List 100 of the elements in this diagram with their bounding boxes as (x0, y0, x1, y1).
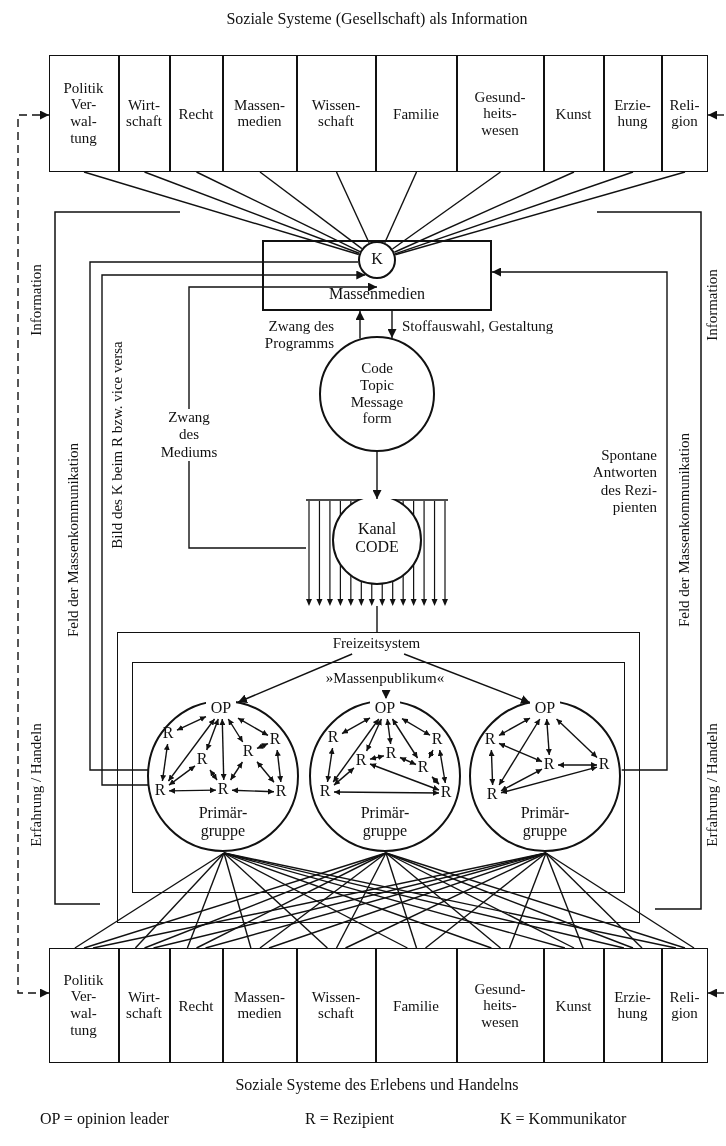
double-arrow (555, 718, 598, 759)
cell-label: Kunst (554, 997, 593, 1014)
connector-line (223, 852, 329, 949)
cell-label: Familie (392, 105, 440, 122)
double-arrow (498, 717, 531, 737)
cell-label: Wissen- schaft (310, 988, 362, 1023)
recipient-label: R (268, 730, 282, 748)
double-arrow (17, 110, 50, 998)
text-label: K = Kommunikator (500, 1110, 628, 1129)
double-arrow (391, 718, 419, 759)
double-arrow (500, 768, 543, 792)
double-arrow (325, 747, 335, 783)
arrow (707, 110, 725, 120)
recipient-label: R (216, 780, 230, 798)
double-arrow (209, 769, 218, 781)
system-cell (604, 948, 662, 1063)
connector-line (259, 852, 387, 949)
double-arrow (399, 756, 417, 766)
double-arrow (274, 749, 284, 783)
system-cell (662, 948, 708, 1063)
cell-label: Recht (177, 997, 215, 1014)
system-cell (223, 55, 297, 172)
double-arrow (500, 765, 598, 795)
connector-line (393, 171, 575, 253)
double-arrow (385, 718, 393, 745)
system-cell (119, 948, 170, 1063)
connector-line (195, 852, 387, 949)
group-circle (309, 700, 461, 852)
double-arrow (160, 743, 170, 782)
system-cell (376, 55, 457, 172)
text-label: Feld der Massenkommunikation (676, 432, 694, 628)
arrow (188, 282, 378, 549)
double-arrow (498, 718, 541, 786)
group-label: Primär- gruppe (359, 804, 411, 840)
connector-line (195, 171, 361, 253)
system-cell (544, 55, 604, 172)
system-cell (297, 948, 376, 1063)
cell-label: Kunst (554, 105, 593, 122)
cell-label: Gesund- heits- wesen (473, 980, 527, 1031)
circle-label: K (370, 250, 384, 268)
recipient-label: R (153, 781, 167, 799)
double-arrow (206, 718, 219, 751)
audience-frame (131, 661, 625, 893)
connector-line (385, 852, 686, 949)
connector-line (545, 852, 643, 949)
system-cell (457, 55, 544, 172)
recipient-label: R (354, 751, 368, 769)
box-label: Massenmedien (328, 285, 426, 303)
double-arrow (557, 762, 598, 768)
connector-line (223, 852, 252, 949)
cell-label: Reli- gion (668, 96, 701, 131)
double-arrow (176, 715, 207, 731)
double-arrow (256, 761, 275, 783)
connector-line (385, 852, 575, 949)
frame-label: »Massenpublikum« (323, 669, 447, 688)
double-arrow (431, 776, 440, 785)
system-frame (117, 632, 640, 923)
group-circle (469, 700, 621, 852)
system-cell (223, 948, 297, 1063)
cell-label: Wirt- schaft (125, 96, 163, 131)
cell-label: Politik Ver- wal- tung (62, 971, 105, 1040)
text-label: Stoffauswahl, Gestaltung (402, 318, 555, 336)
connector-line (394, 171, 686, 256)
double-arrow (369, 754, 385, 761)
system-cell (49, 948, 119, 1063)
text-label: Soziale Systeme des Erlebens und Handelns (234, 1076, 520, 1095)
connector-line (186, 852, 225, 949)
double-arrow (488, 749, 496, 786)
recipient-label: R (597, 755, 611, 773)
cell-label: Wissen- schaft (310, 96, 362, 131)
cell-label: Politik Ver- wal- tung (62, 79, 105, 148)
connector-line (143, 171, 360, 254)
arrow (355, 310, 365, 340)
double-arrow (168, 787, 217, 794)
connector-line (344, 852, 547, 949)
recipient-label: R (318, 782, 332, 800)
connector-line (545, 852, 584, 949)
connector-line (259, 171, 363, 250)
recipient-label: R (326, 728, 340, 746)
frame-label: Freizeitsystem (330, 633, 423, 653)
double-arrow (167, 718, 216, 782)
connector-line (223, 852, 493, 949)
double-arrow (168, 765, 196, 786)
connector-line (74, 852, 225, 949)
text-label: R = Rezipient (305, 1110, 395, 1129)
recipient-label: R (241, 742, 255, 760)
system-cell (119, 55, 170, 172)
recipient-label: R (274, 782, 288, 800)
double-arrow (229, 761, 244, 781)
system-cell (49, 55, 119, 172)
connector-line (394, 171, 634, 255)
double-arrow (333, 789, 440, 796)
arrow (403, 653, 531, 704)
text-label: Information (704, 269, 722, 341)
recipient-label: R (195, 750, 209, 768)
cell-label: Reli- gion (668, 988, 701, 1023)
double-arrow (369, 763, 440, 791)
double-arrow (498, 742, 543, 763)
recipient-label: R (384, 744, 398, 762)
arrow (707, 988, 725, 998)
